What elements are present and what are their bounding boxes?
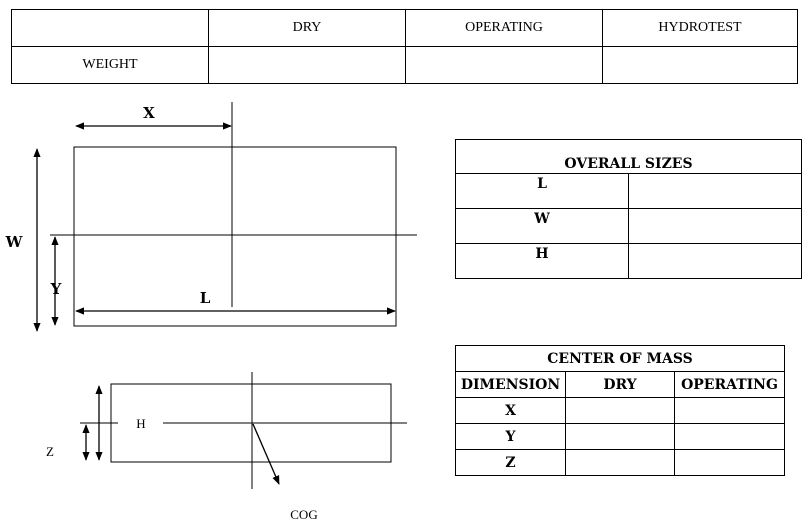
overall-sizes-title: OVERALL SIZES	[455, 139, 802, 174]
plan-view: X W Y L	[5, 102, 417, 332]
elevation-view: H Z COG	[46, 372, 407, 522]
plan-rectangle	[73, 146, 397, 327]
center-of-mass-row-z: Z	[455, 449, 785, 476]
center-of-mass-y-operating	[674, 423, 785, 450]
cog-leader-arrow	[252, 423, 280, 485]
overall-sizes-row-l: L	[455, 173, 802, 209]
overall-sizes-row-w: W	[455, 208, 802, 244]
x-label: X	[143, 104, 155, 122]
weight-operating-cell	[405, 46, 603, 84]
y-label: Y	[50, 280, 62, 298]
overall-sizes-label-w: W	[455, 208, 629, 244]
center-of-mass-title-row: CENTER OF MASS	[455, 345, 785, 372]
center-of-mass-z-dry	[565, 449, 675, 476]
center-of-mass-label-x: X	[455, 397, 566, 424]
overall-sizes-value-h	[628, 243, 802, 279]
center-of-mass-title: CENTER OF MASS	[455, 345, 785, 372]
w-label: W	[5, 233, 24, 251]
center-of-mass-y-dry	[565, 423, 675, 450]
center-of-mass-z-operating	[674, 449, 785, 476]
center-of-mass-header-row: DIMENSION DRY OPERATING	[455, 371, 785, 398]
overall-sizes-title-row: OVERALL SIZES	[455, 139, 802, 174]
center-of-mass-label-y: Y	[455, 423, 566, 450]
z-label: Z	[46, 444, 54, 459]
overall-sizes-label-h: H	[455, 243, 629, 279]
overall-sizes-value-w	[628, 208, 802, 244]
overall-sizes-value-l	[628, 173, 802, 209]
weight-row: WEIGHT	[11, 46, 798, 84]
center-of-mass-x-operating	[674, 397, 785, 424]
center-of-mass-header-dry: DRY	[565, 371, 675, 398]
overall-sizes-table: OVERALL SIZES L W H	[455, 139, 802, 279]
cog-label: COG	[290, 507, 317, 522]
center-of-mass-table: CENTER OF MASS DIMENSION DRY OPERATING X…	[455, 345, 785, 476]
center-of-mass-row-y: Y	[455, 423, 785, 450]
overall-sizes-row-h: H	[455, 243, 802, 279]
center-of-mass-row-x: X	[455, 397, 785, 424]
weight-hydrotest-cell	[602, 46, 798, 84]
center-of-mass-x-dry	[565, 397, 675, 424]
weight-header-hydrotest: HYDROTEST	[602, 9, 798, 47]
center-of-mass-header-dimension: DIMENSION	[455, 371, 566, 398]
l-label: L	[200, 289, 211, 307]
weight-table: DRY OPERATING HYDROTEST WEIGHT	[11, 9, 798, 84]
center-of-mass-header-operating: OPERATING	[674, 371, 785, 398]
center-of-mass-label-z: Z	[455, 449, 566, 476]
h-label: H	[136, 416, 145, 431]
overall-sizes-label-l: L	[455, 173, 629, 209]
